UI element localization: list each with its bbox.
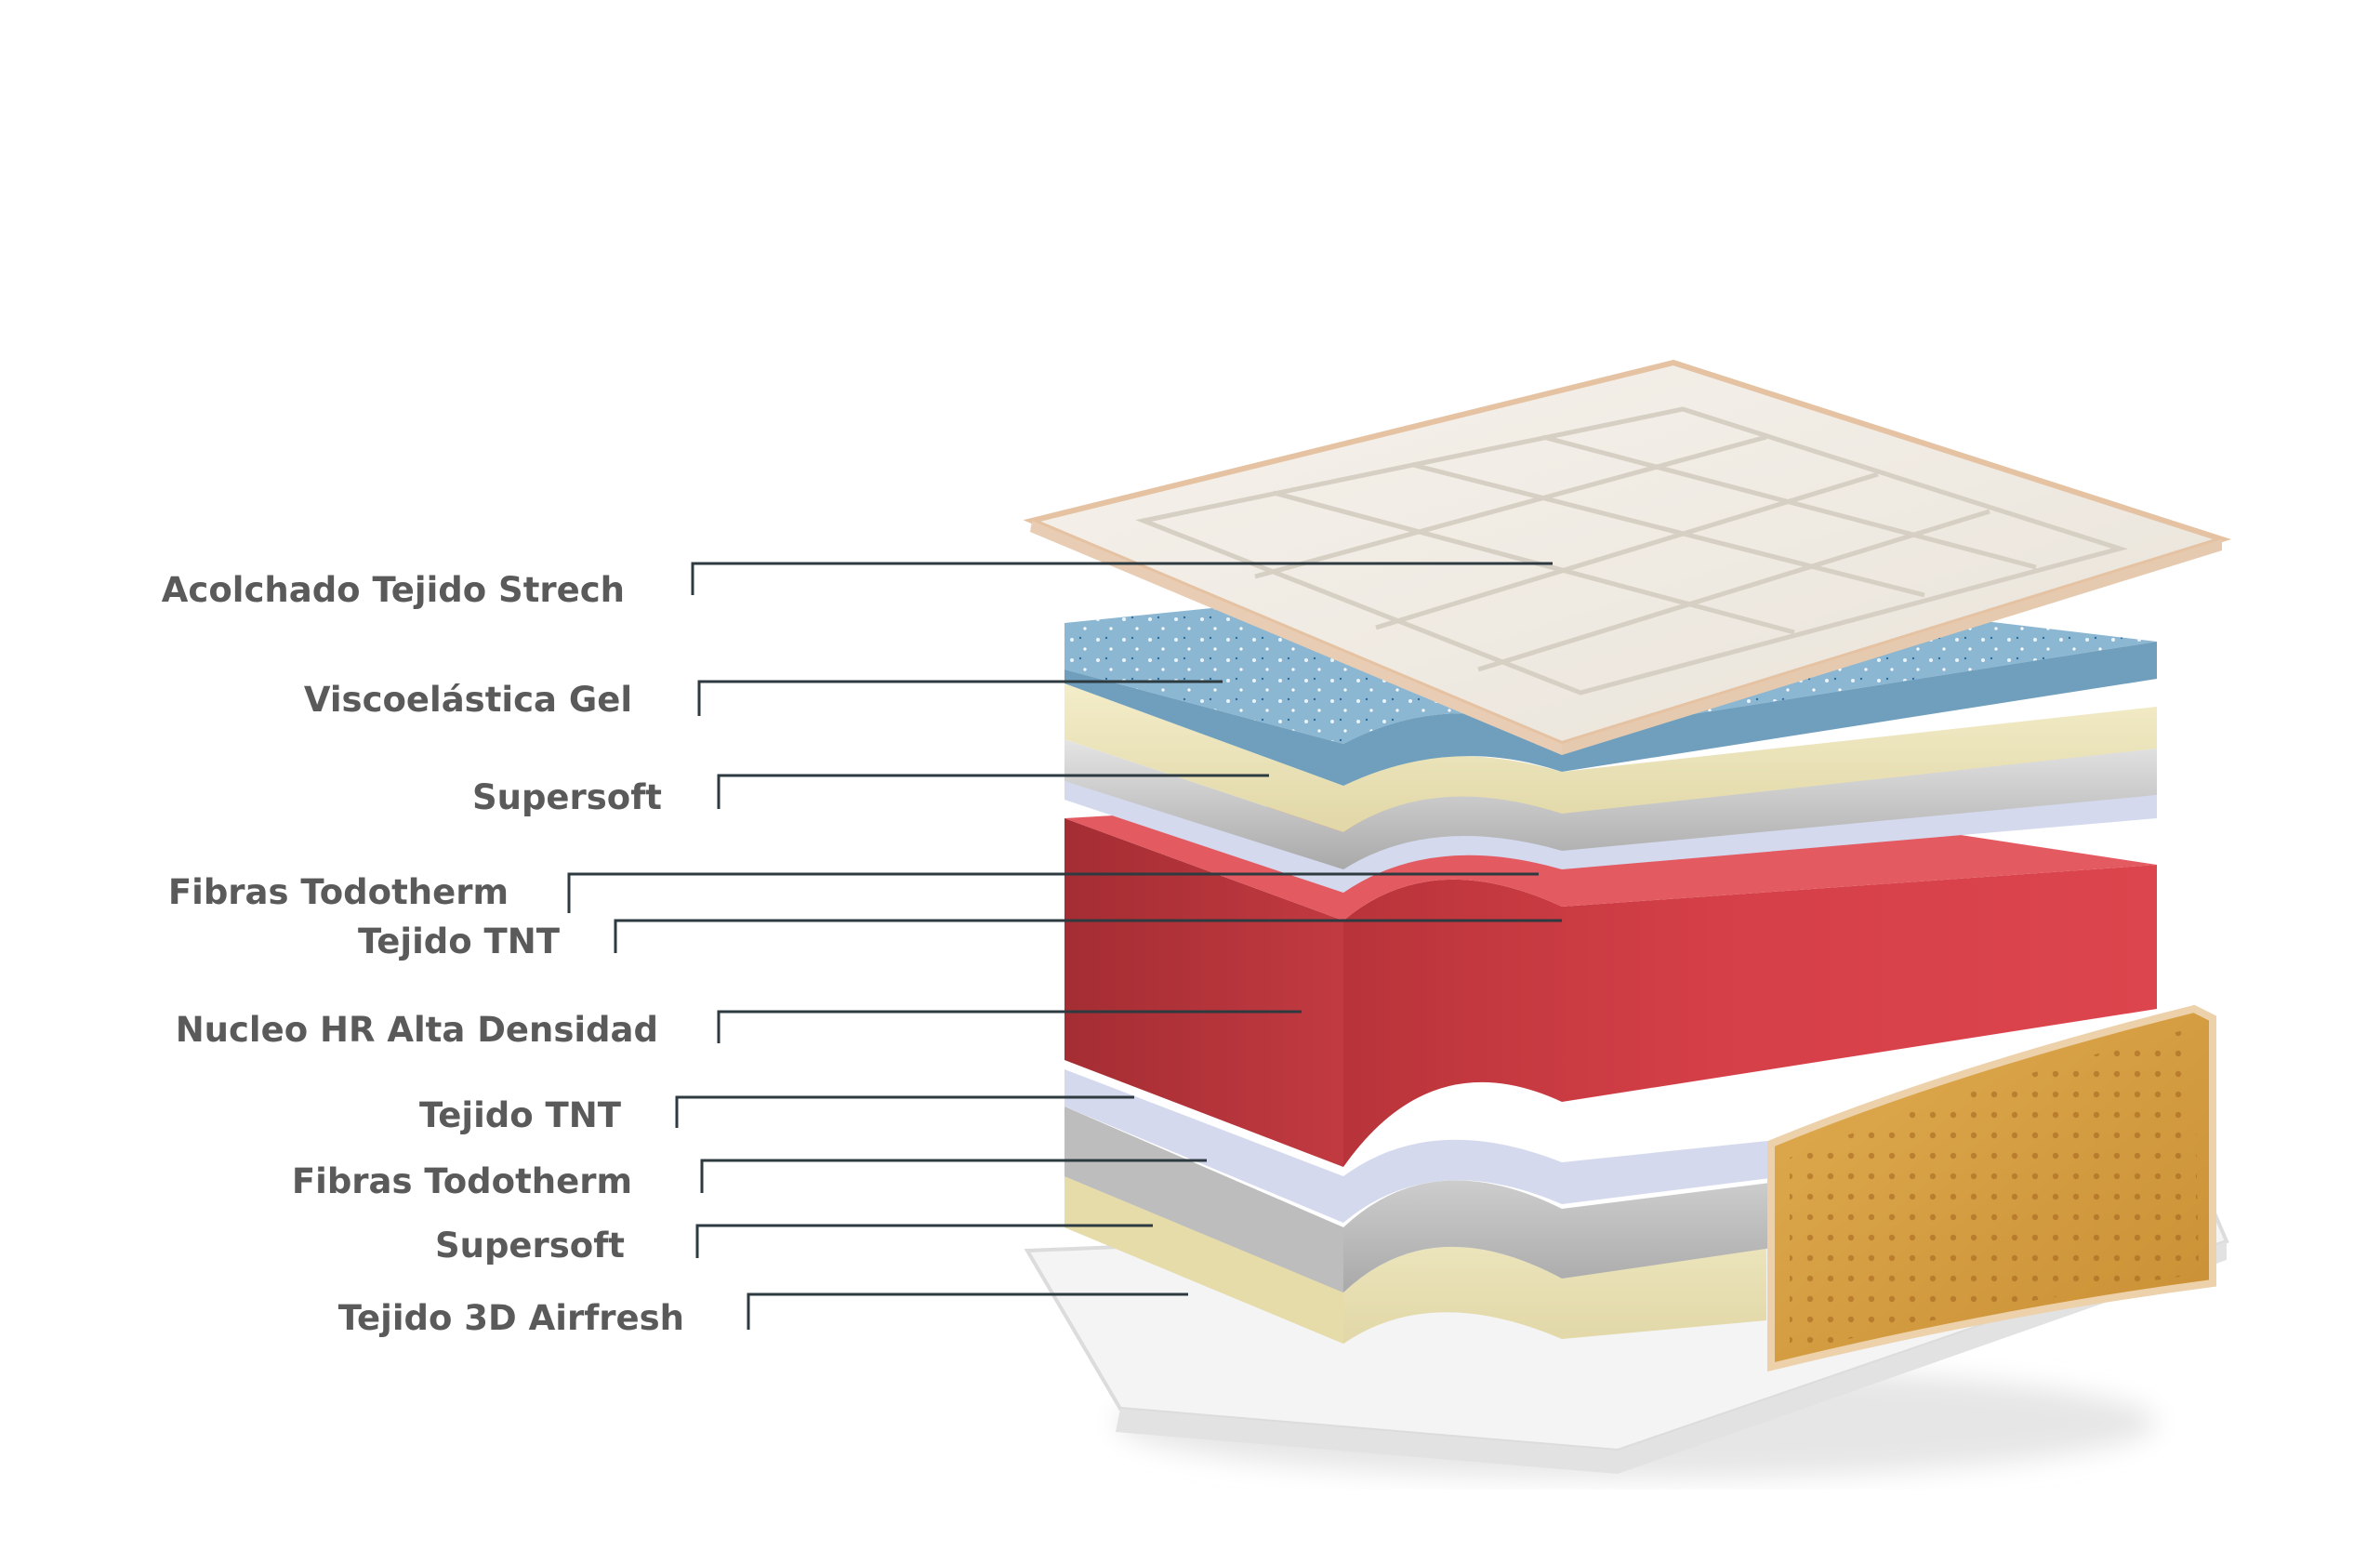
label-tejido-tnt-upper: Tejido TNT bbox=[358, 921, 561, 961]
label-viscoelastica-gel: Viscoelástica Gel bbox=[304, 680, 632, 720]
leader-line-airfresh bbox=[747, 1292, 1188, 1330]
upper-supersoft-layer bbox=[1064, 683, 2157, 832]
label-tejido-3d-airfresh: Tejido 3D Airfresh bbox=[338, 1298, 684, 1338]
leader-lines bbox=[567, 562, 1562, 1330]
leader-line-tnt-lower bbox=[675, 1095, 1134, 1128]
quilted-top-layer bbox=[1023, 359, 2231, 755]
label-fibras-todotherm-upper: Fibras Todotherm bbox=[168, 872, 509, 912]
leader-line-supersoft-lower bbox=[695, 1224, 1153, 1258]
label-supersoft-upper: Supersoft bbox=[472, 777, 662, 817]
leader-line-acolchado bbox=[691, 562, 1553, 595]
leader-line-fibras-upper bbox=[567, 872, 1539, 913]
layer-labels: Acolchado Tejido Strech Viscoelástica Ge… bbox=[162, 570, 684, 1338]
label-nucleo-hr-alta-densidad: Nucleo HR Alta Densidad bbox=[176, 1010, 658, 1050]
leader-line-nucleo bbox=[717, 1010, 1302, 1043]
lower-tnt-layer bbox=[1064, 1069, 1785, 1223]
label-fibras-todotherm-lower: Fibras Todotherm bbox=[292, 1161, 632, 1201]
label-supersoft-lower: Supersoft bbox=[435, 1226, 625, 1266]
leader-line-supersoft-upper bbox=[717, 774, 1269, 809]
leader-line-visco bbox=[697, 680, 1223, 716]
lower-fibras-layer bbox=[1064, 1107, 1785, 1292]
side-fabric-panel bbox=[1767, 1004, 2216, 1372]
leader-line-fibras-lower bbox=[700, 1159, 1207, 1193]
lower-supersoft-layer bbox=[1064, 1176, 1766, 1344]
label-acolchado-tejido-strech: Acolchado Tejido Strech bbox=[162, 570, 625, 610]
leader-line-tnt-upper bbox=[614, 919, 1562, 953]
label-tejido-tnt-lower: Tejido TNT bbox=[419, 1095, 622, 1135]
